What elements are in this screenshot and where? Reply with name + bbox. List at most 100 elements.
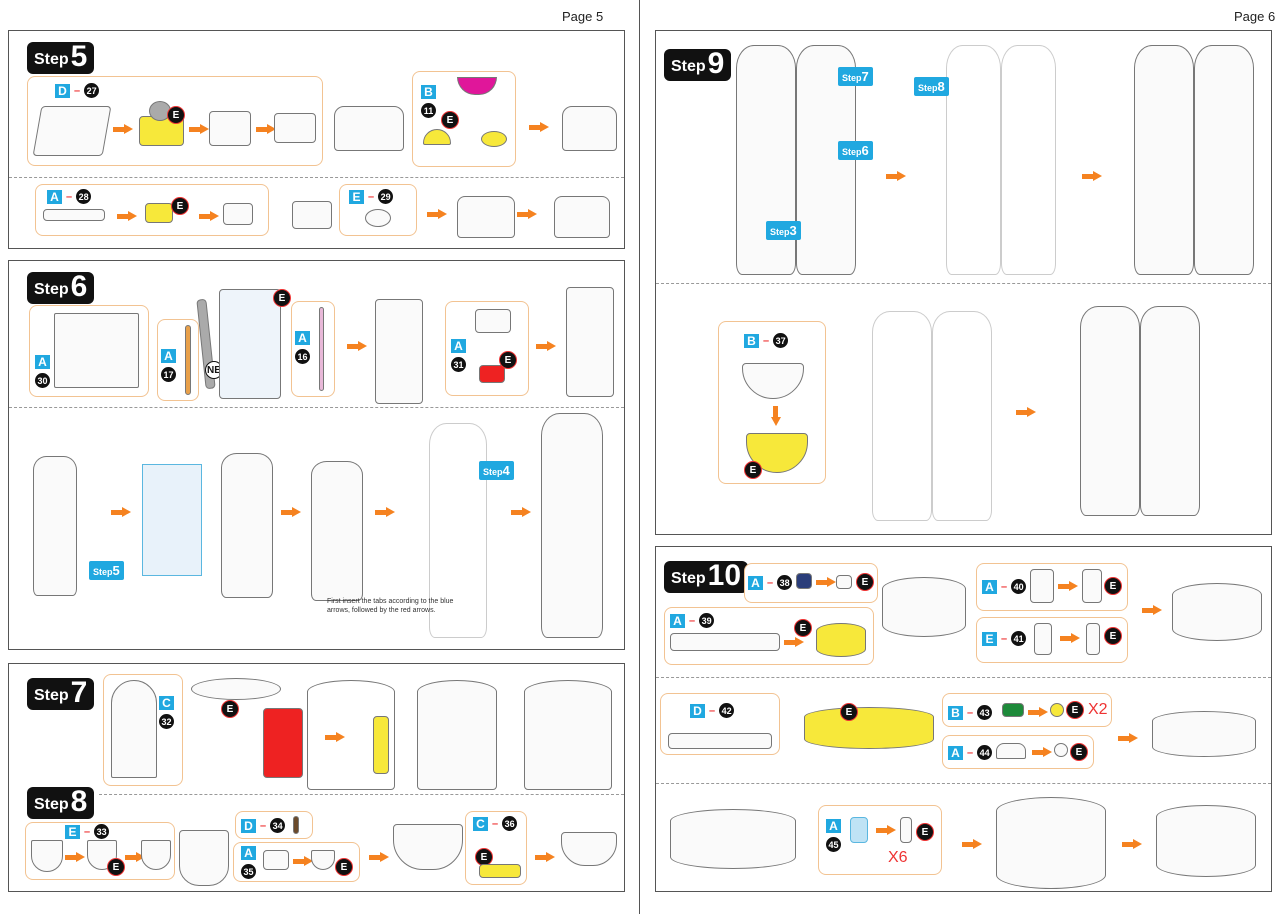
belt-result — [1156, 805, 1256, 877]
part-number: 37 — [773, 333, 789, 348]
knob-part — [1054, 743, 1068, 757]
arrow-icon — [189, 124, 209, 134]
step-word: Step — [34, 687, 69, 704]
section-divider — [656, 783, 1271, 784]
step-number: 7 — [70, 676, 88, 709]
arrow-icon — [816, 577, 836, 587]
step-number: 10 — [707, 559, 742, 592]
yellow-ring — [816, 623, 866, 657]
sheet-letter: E — [65, 824, 80, 839]
step-word: Step — [34, 796, 69, 813]
step-ref-5: Step5 — [89, 561, 124, 580]
small-part — [311, 850, 335, 870]
panel-part — [1030, 569, 1054, 603]
step-number: 8 — [70, 785, 88, 818]
arrow-icon — [529, 122, 549, 132]
part-number: 44 — [977, 745, 993, 760]
part-number: 11 — [421, 103, 436, 118]
knob-part — [996, 743, 1026, 759]
arrow-icon — [199, 211, 219, 221]
part-number: 43 — [977, 705, 993, 720]
part-callout-39: A–39 — [670, 613, 715, 628]
yellow-ring — [145, 203, 173, 223]
pink-rod — [319, 307, 324, 391]
leg-result — [541, 413, 603, 638]
arrow-icon — [535, 852, 555, 862]
sheet-letter: B — [948, 705, 963, 720]
arrow-icon — [369, 852, 389, 862]
arrow-icon — [784, 637, 804, 647]
part-callout-44: A–44 — [948, 745, 993, 760]
arrow-icon — [427, 209, 447, 219]
boot-assembly — [457, 196, 515, 238]
sheet-letter: A — [982, 579, 997, 594]
cup-part — [141, 840, 171, 870]
flat-strip — [43, 209, 105, 221]
leg-left-faded — [872, 311, 932, 521]
part-callout-38: A–38 — [748, 575, 793, 590]
sheet-letter: C — [159, 696, 174, 710]
instruction-text: First insert the tabs according to the b… — [327, 598, 454, 614]
glue-e-badge: E — [441, 111, 459, 129]
lower-leg-assembly — [221, 453, 273, 598]
part-number: 27 — [84, 83, 100, 98]
arrow-icon — [325, 732, 345, 742]
boot-result — [562, 106, 617, 151]
leg-right-faded — [932, 311, 992, 521]
glue-e-badge: E — [171, 197, 189, 215]
shin-assembly — [375, 299, 423, 404]
step-ref-number: 8 — [937, 79, 945, 94]
arrow-icon — [876, 825, 896, 835]
orange-rod — [185, 325, 191, 395]
arrow-icon — [347, 341, 367, 351]
green-part — [1002, 703, 1024, 717]
section-divider — [9, 177, 624, 178]
detail-zoom — [142, 464, 202, 576]
part-number: 16 — [295, 349, 310, 364]
sheet-letter: D — [241, 818, 256, 833]
step-ref-7: Step7 — [838, 67, 873, 86]
part-callout-34: D–34 — [241, 818, 286, 833]
step-ref-3: Step3 — [766, 221, 801, 240]
leg-left — [1080, 306, 1140, 516]
glue-e-badge: E — [499, 351, 517, 369]
shin-result — [566, 287, 614, 397]
assembly-part — [274, 113, 316, 143]
leg-right — [1140, 306, 1200, 516]
lower-leg-assembly — [33, 456, 77, 596]
cup-part — [31, 840, 63, 872]
part-number: 41 — [1011, 631, 1027, 646]
step-ref-number: 3 — [789, 223, 797, 238]
arrow-icon — [117, 211, 137, 221]
arrow-icon — [1032, 747, 1052, 757]
multiplier-x2: X2 — [1088, 701, 1108, 718]
belt-pouch-assembly — [996, 797, 1106, 889]
arrow-icon — [281, 507, 301, 517]
codpiece-assembly — [393, 824, 463, 870]
codpiece-assembly — [179, 830, 229, 886]
leg-right-faded — [1001, 45, 1056, 275]
step-number: 9 — [707, 47, 725, 80]
arrow-icon — [1060, 633, 1080, 643]
part-number: 45 — [826, 837, 841, 852]
sheet-letter: E — [982, 631, 997, 646]
step-ref-number: 4 — [502, 463, 510, 478]
ankle-assembly — [292, 201, 332, 229]
glue-e-badge: E — [744, 461, 762, 479]
leg-left-faded — [946, 45, 1001, 275]
glue-e-badge: E — [273, 289, 291, 307]
part-callout-27: D–27 — [55, 83, 100, 98]
substep-box — [976, 617, 1128, 663]
section-divider — [656, 283, 1271, 284]
flat-shin-sheet — [54, 313, 139, 388]
step-word: Step — [671, 58, 706, 75]
arrow-icon — [886, 171, 906, 181]
part-number: 32 — [159, 714, 174, 729]
pouch-part — [900, 817, 912, 843]
section-divider — [99, 794, 624, 795]
multiplier-x6: X6 — [888, 849, 908, 866]
